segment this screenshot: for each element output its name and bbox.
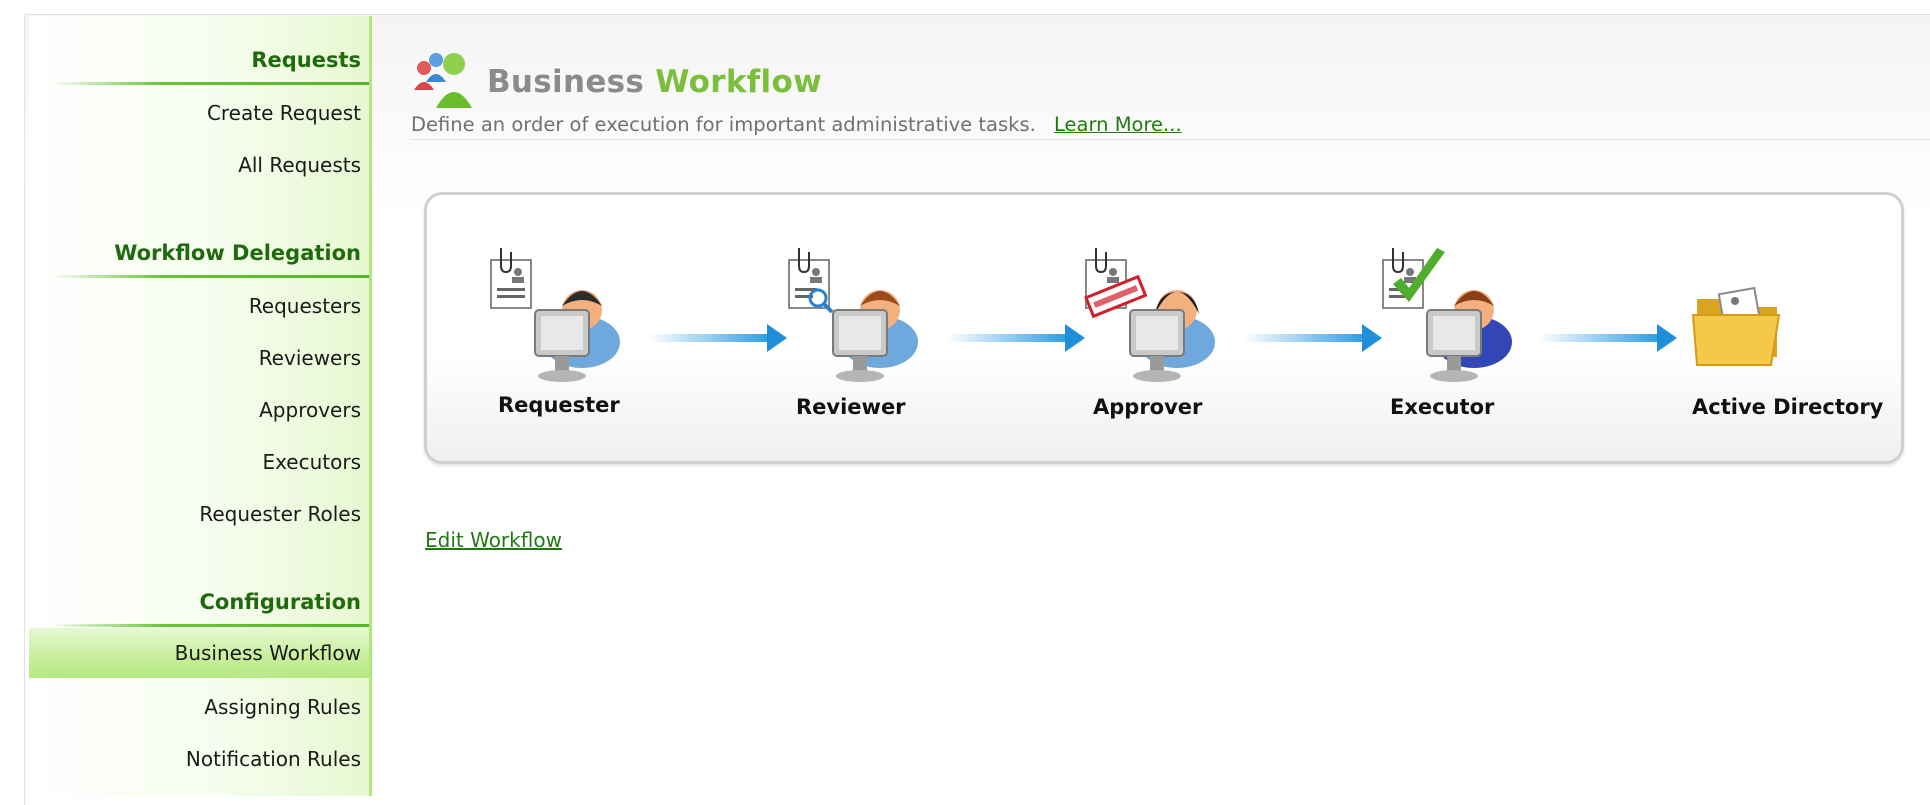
workflow-step-executor [1379, 240, 1539, 390]
arrow-right-icon [649, 324, 787, 352]
business-workflow-icon [414, 53, 472, 108]
sidebar-item-executors[interactable]: Executors [262, 450, 361, 474]
sidebar-item-requester-roles[interactable]: Requester Roles [199, 502, 361, 526]
workflow-step-approver [1082, 240, 1242, 390]
sidebar-heading-configuration: Configuration [199, 590, 361, 614]
sidebar-item-notification-rules[interactable]: Notification Rules [185, 747, 361, 771]
workflow-step-label: Requester [498, 393, 620, 417]
arrow-right-icon [947, 324, 1085, 352]
sidebar-divider [50, 82, 369, 85]
workflow-step-active-directory [1691, 285, 1787, 373]
arrow-right-icon [1539, 324, 1677, 352]
reviewer-icon [788, 248, 918, 382]
approver-icon [1084, 248, 1215, 382]
sidebar-heading-workflow-delegation: Workflow Delegation [114, 241, 361, 265]
sidebar-divider [50, 275, 369, 278]
executor-icon [1382, 248, 1512, 382]
sidebar-heading-requests: Requests [251, 48, 361, 72]
workflow-step-requester [487, 240, 647, 390]
sidebar: Requests Create Request All Requests Wor… [29, 16, 372, 796]
workflow-step-label: Executor [1390, 395, 1495, 419]
arrow-right-icon [1244, 324, 1382, 352]
learn-more-link[interactable]: Learn More... [1054, 113, 1182, 136]
workflow-step-label: Approver [1093, 395, 1203, 419]
workflow-diagram-panel: Requester Reviewer [424, 192, 1904, 464]
folder-icon [1691, 286, 1781, 366]
workflow-step-reviewer [785, 240, 945, 390]
page-description: Define an order of execution for importa… [411, 113, 1036, 136]
sidebar-item-approvers[interactable]: Approvers [259, 398, 361, 422]
workflow-step-label: Active Directory [1692, 395, 1884, 419]
edit-workflow-link[interactable]: Edit Workflow [425, 528, 562, 552]
page-title-part2: Workflow [655, 64, 823, 100]
page-title: Business Workflow [487, 64, 822, 100]
sidebar-item-business-workflow[interactable]: Business Workflow [29, 628, 369, 678]
sidebar-item-create-request[interactable]: Create Request [206, 101, 361, 125]
requester-icon [490, 248, 620, 382]
sidebar-divider [50, 624, 369, 627]
sidebar-item-reviewers[interactable]: Reviewers [258, 346, 361, 370]
sidebar-item-requesters[interactable]: Requesters [248, 294, 361, 318]
sidebar-item-assigning-rules[interactable]: Assigning Rules [204, 695, 361, 719]
header-divider [410, 139, 1930, 140]
workflow-step-label: Reviewer [796, 395, 906, 419]
page-subtitle: Define an order of execution for importa… [411, 113, 1182, 136]
page-title-part1: Business [487, 64, 645, 100]
sidebar-item-all-requests[interactable]: All Requests [238, 153, 361, 177]
